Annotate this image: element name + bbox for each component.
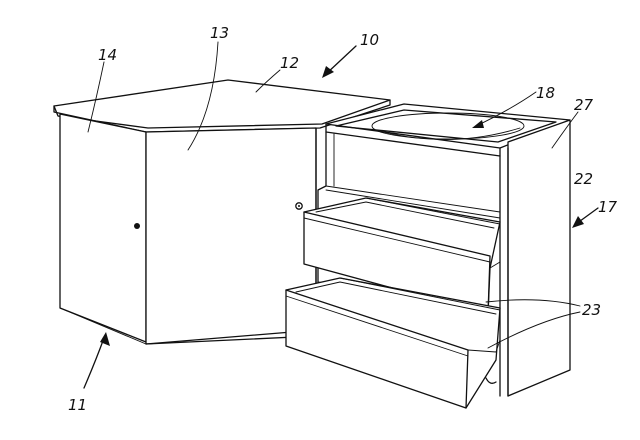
unit-left-upright xyxy=(317,131,327,357)
cabinet-left-side xyxy=(59,113,147,343)
leader-14 xyxy=(87,61,105,133)
ref-12: 12 xyxy=(280,54,299,72)
leader-23-upper xyxy=(485,299,581,307)
unit-right-side xyxy=(507,119,571,397)
arrow-17-head xyxy=(572,216,584,228)
ref-11: 11 xyxy=(68,396,87,414)
changing-unit xyxy=(285,103,571,409)
leader-18-head xyxy=(472,120,484,128)
changing-mat-rim xyxy=(375,127,521,140)
ref-17: 17 xyxy=(598,198,618,216)
leader-13 xyxy=(187,41,219,151)
arrow-10-shaft xyxy=(325,45,357,75)
upper-drawer xyxy=(303,197,501,315)
changing-mat xyxy=(371,112,525,140)
arrow-11-head xyxy=(100,332,110,346)
upper-rail xyxy=(325,185,501,213)
ref-18: 18 xyxy=(536,84,555,102)
ref-27: 27 xyxy=(574,96,594,114)
arrow-10-head xyxy=(322,66,334,78)
ref-23: 23 xyxy=(582,301,601,319)
leader-12 xyxy=(255,69,281,93)
ref-13: 13 xyxy=(210,24,229,42)
leader-27 xyxy=(551,111,579,149)
door-knob-left xyxy=(134,223,140,229)
arrow-11-shaft xyxy=(83,337,105,389)
lower-drawer xyxy=(285,277,501,409)
leader-23-lower xyxy=(487,311,581,349)
reference-numerals: 10 11 12 13 14 17 18 27 22 23 xyxy=(68,24,618,414)
tray-front-bar xyxy=(325,123,501,157)
tray-inner-rim xyxy=(335,109,557,143)
upper-rail-lower xyxy=(325,189,501,219)
ref-22: 22 xyxy=(574,170,593,188)
ref-10: 10 xyxy=(360,31,379,49)
ref-14: 14 xyxy=(98,46,117,64)
cabinet-bottom-edge xyxy=(59,307,147,345)
